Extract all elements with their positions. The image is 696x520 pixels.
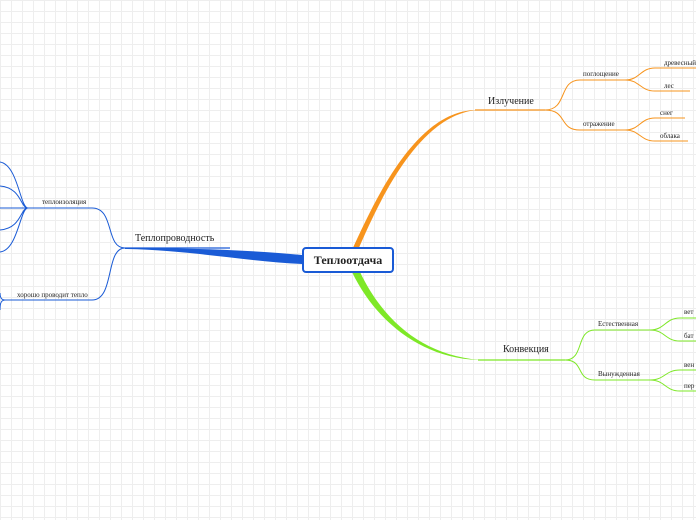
node-label-good-conductor: хорошо проводит тепло <box>17 291 88 299</box>
leaf-label-wood: древесный <box>664 59 696 67</box>
connector-conductor-leaf <box>0 292 6 311</box>
leaf-label-forest: лес <box>664 82 674 90</box>
leaf-label-battery: бат <box>684 332 694 340</box>
connector-leaf-battery <box>649 329 696 342</box>
leaf-label-clouds: облака <box>660 132 681 140</box>
leaf-label-mix: пер <box>684 382 695 390</box>
connector-insulation <box>28 207 126 249</box>
connector-leaf-vent <box>649 369 696 381</box>
connector-insulation-leaves <box>0 161 29 253</box>
connector-good-conductor <box>5 247 126 301</box>
connector-absorption <box>544 79 625 111</box>
connector-radiation <box>352 110 478 250</box>
branch-label-radiation: Излучение <box>488 96 534 107</box>
leaf-label-vent: вен <box>684 361 694 369</box>
branch-label-conduction: Теплопроводность <box>135 233 215 244</box>
connector-reflection <box>544 109 625 131</box>
branch-label-convection: Конвекция <box>503 344 549 355</box>
connector-forced <box>564 359 650 381</box>
connector-leaf-wood <box>624 67 696 81</box>
node-label-natural: Естественная <box>598 320 639 328</box>
root-node[interactable]: Теплоотдача <box>302 247 394 273</box>
node-label-insulation: теплоизоляция <box>42 198 87 206</box>
node-label-reflection: отражение <box>583 120 615 128</box>
node-label-forced: Вынужденная <box>598 370 641 378</box>
connector-leaf-clouds <box>624 129 688 142</box>
leaf-label-snow: снег <box>660 109 673 117</box>
root-label: Теплоотдача <box>313 252 383 267</box>
connector-leaf-forest <box>624 79 690 92</box>
connector-natural <box>564 329 650 361</box>
leaf-label-wind: вет <box>684 308 693 316</box>
connector-leaf-wind <box>649 317 696 331</box>
connector-leaf-mix <box>649 379 696 392</box>
connector-convection <box>352 272 480 360</box>
connector-conduction <box>125 248 302 264</box>
node-label-absorption: поглощение <box>583 70 619 78</box>
connector-leaf-snow <box>624 117 685 131</box>
